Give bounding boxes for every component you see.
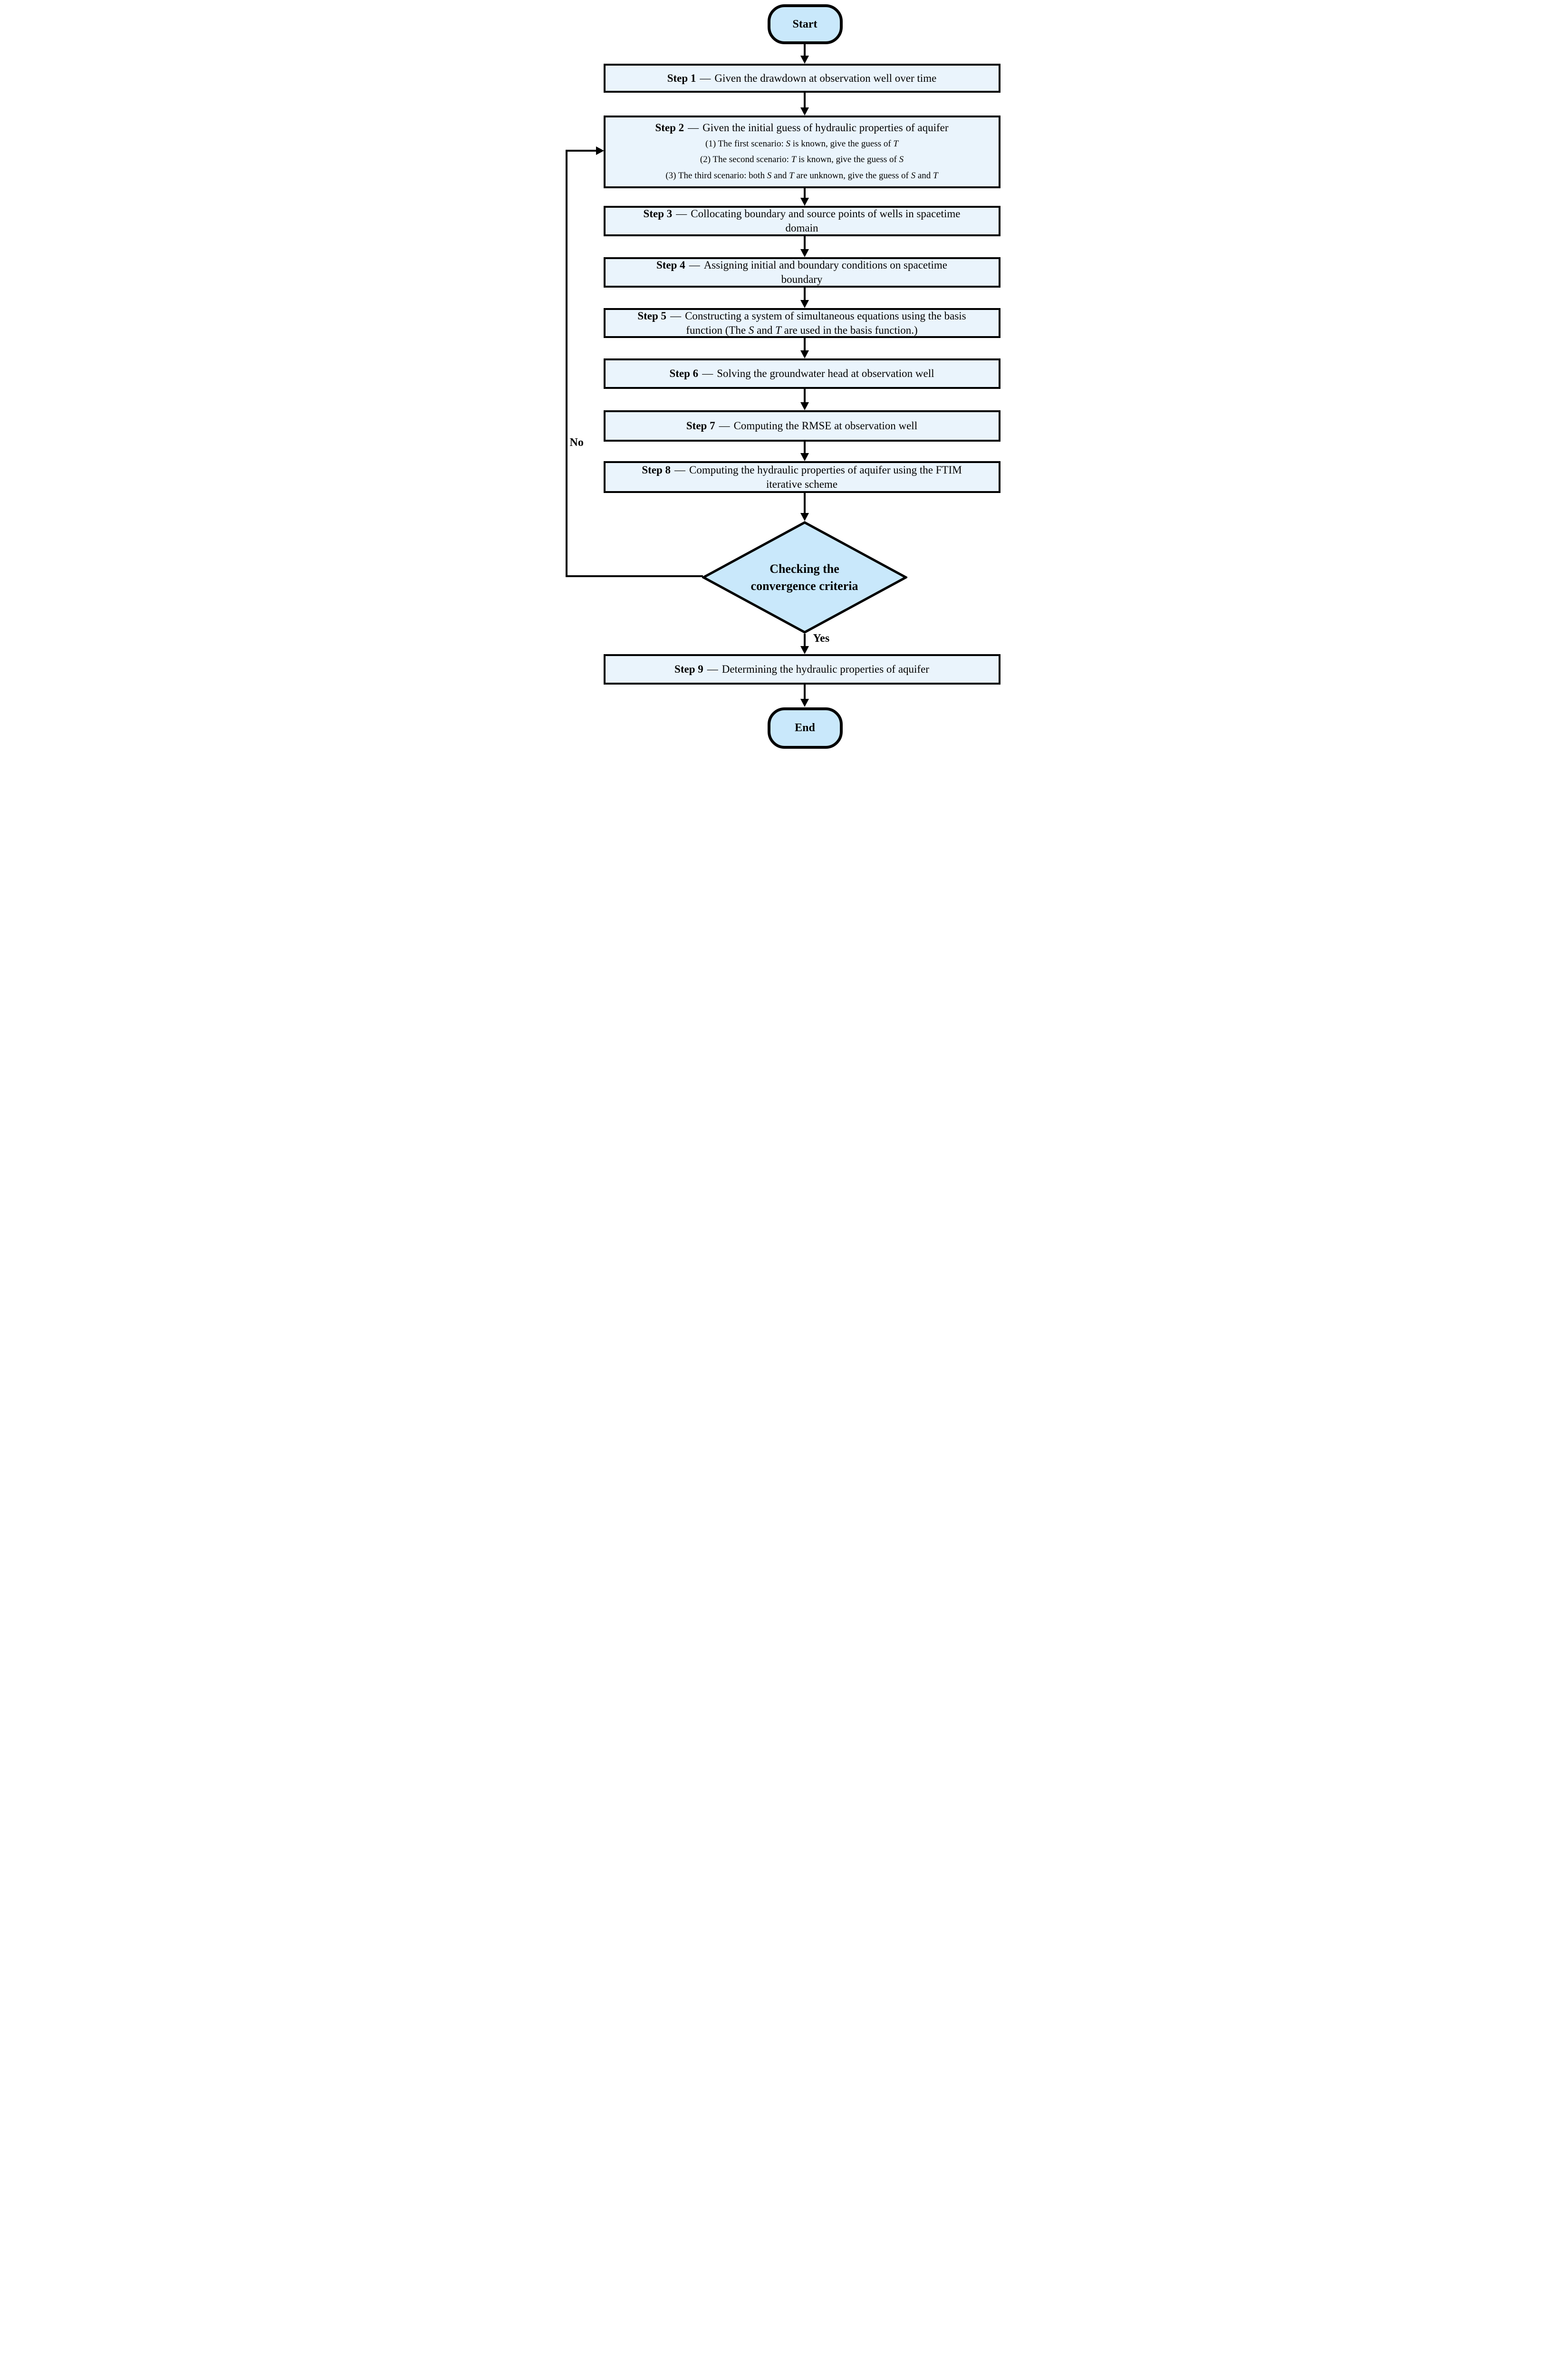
step-5-body: Constructing a system of simultaneous eq… (685, 309, 966, 336)
arrowhead-down-icon (800, 107, 809, 116)
decision-line-1: Checking the (770, 561, 839, 576)
step-3-box: Step 3— Collocating boundary and source p… (603, 206, 1000, 236)
step-9-title: Step 9 (674, 663, 703, 675)
step-2-scenario-3: (3) The third scenario: both S and T are… (665, 170, 938, 181)
dash-separator: — (700, 72, 711, 84)
dash-separator: — (702, 367, 713, 379)
step-9-box: Step 9 —Determining the hydraulic propert… (603, 654, 1000, 685)
step-2-scenario-2: (2) The second scenario: T is known, giv… (700, 155, 904, 165)
connector-line (803, 44, 806, 57)
connector-line (803, 338, 806, 352)
step-4-body: Assigning initial and boundary condition… (703, 259, 947, 285)
flowchart-canvas: No Start Step 1—Given the drawdown at ob… (558, 0, 1010, 750)
step-4-title: Step 4 (656, 259, 685, 271)
step-2-scenario-1: (1) The first scenario: S is known, give… (705, 138, 898, 149)
no-edge-label: No (569, 436, 584, 449)
step-2-title: Step 2 (655, 122, 684, 134)
step-5-box: Step 5—Constructing a system of simultan… (603, 308, 1000, 338)
dash-separator: — (674, 464, 686, 476)
arrowhead-down-icon (800, 699, 809, 707)
step-1-body: Given the drawdown at observation well o… (714, 72, 937, 84)
no-loop-top-line (565, 150, 597, 152)
step-3-body: Collocating boundary and source points o… (691, 208, 961, 234)
arrowhead-down-icon (800, 300, 809, 308)
dash-separator: — (688, 122, 699, 134)
step-8-box: Step 8—Computing the hydraulic propertie… (603, 461, 1000, 493)
arrowhead-down-icon (800, 453, 809, 461)
connector-line (803, 493, 806, 514)
decision-diamond-shape (702, 521, 907, 634)
yes-edge-label: Yes (813, 632, 830, 645)
dash-separator: — (689, 259, 700, 271)
dash-separator: — (676, 208, 687, 220)
decision-diamond (702, 521, 907, 634)
step-5-text: Step 5—Constructing a system of simultan… (626, 309, 978, 338)
step-7-box: Step 7 —Computing the RMSE at observation… (603, 410, 1000, 442)
connector-line (803, 288, 806, 301)
step-5-title: Step 5 (637, 309, 667, 322)
step-3-title: Step 3 (643, 208, 673, 220)
start-node: Start (767, 4, 843, 44)
step-6-body: Solving the groundwater head at observat… (717, 367, 934, 379)
arrowhead-down-icon (800, 646, 809, 654)
connector-line (803, 93, 806, 109)
connector-line (803, 442, 806, 454)
arrowhead-down-icon (800, 350, 809, 358)
step-7-body: Computing the RMSE at observation well (733, 420, 918, 432)
connector-line (803, 634, 806, 647)
step-6-title: Step 6 (669, 367, 699, 379)
connector-line (803, 188, 806, 199)
step-8-body: Computing the hydraulic properties of aq… (689, 464, 962, 490)
connector-line (803, 685, 806, 700)
decision-line-2: convergence criteria (750, 579, 858, 593)
decision-label: Checking the convergence criteria (702, 521, 907, 634)
step-7-title: Step 7 (686, 420, 715, 432)
step-4-box: Step 4 —Assigning initial and boundary co… (603, 257, 1000, 288)
step-2-body: Given the initial guess of hydraulic pro… (702, 122, 949, 134)
step-1-title: Step 1 (667, 72, 696, 84)
step-9-text: Step 9 —Determining the hydraulic propert… (674, 662, 929, 676)
step-1-box: Step 1 —Given the drawdown at observation… (603, 64, 1000, 93)
step-9-body: Determining the hydraulic properties of … (721, 663, 929, 675)
start-node-label: Start (792, 18, 818, 30)
step-7-text: Step 7 —Computing the RMSE at observation… (686, 419, 917, 433)
arrowhead-down-icon (800, 402, 809, 410)
connector-line (803, 389, 806, 404)
step-3-text: Step 3— Collocating boundary and source p… (640, 207, 963, 235)
end-node-label: End (795, 722, 815, 734)
step-8-text: Step 8—Computing the hydraulic propertie… (631, 463, 973, 492)
no-loop-arrowhead-icon (596, 146, 604, 155)
step-8-title: Step 8 (642, 464, 671, 476)
no-loop-vertical-line (565, 151, 568, 577)
connector-line (803, 236, 806, 251)
arrowhead-down-icon (800, 249, 809, 257)
step-6-box: Step 6— Solving the groundwater head at o… (603, 358, 1000, 389)
arrowhead-down-icon (800, 513, 809, 521)
dash-separator: — (707, 663, 718, 675)
end-node: End (767, 707, 843, 749)
dash-separator: — (670, 309, 682, 322)
step-1-text: Step 1 —Given the drawdown at observation… (667, 71, 937, 86)
step-4-text: Step 4 —Assigning initial and boundary co… (635, 258, 968, 287)
arrowhead-down-icon (800, 198, 809, 206)
step-2-box: Step 2 —Given the initial guess of hydrau… (603, 116, 1000, 188)
step-2-text: Step 2 —Given the initial guess of hydrau… (655, 121, 948, 135)
step-6-text: Step 6— Solving the groundwater head at o… (669, 367, 934, 381)
dash-separator: — (719, 420, 730, 432)
arrowhead-down-icon (800, 56, 809, 64)
no-loop-bottom-line (565, 575, 703, 577)
